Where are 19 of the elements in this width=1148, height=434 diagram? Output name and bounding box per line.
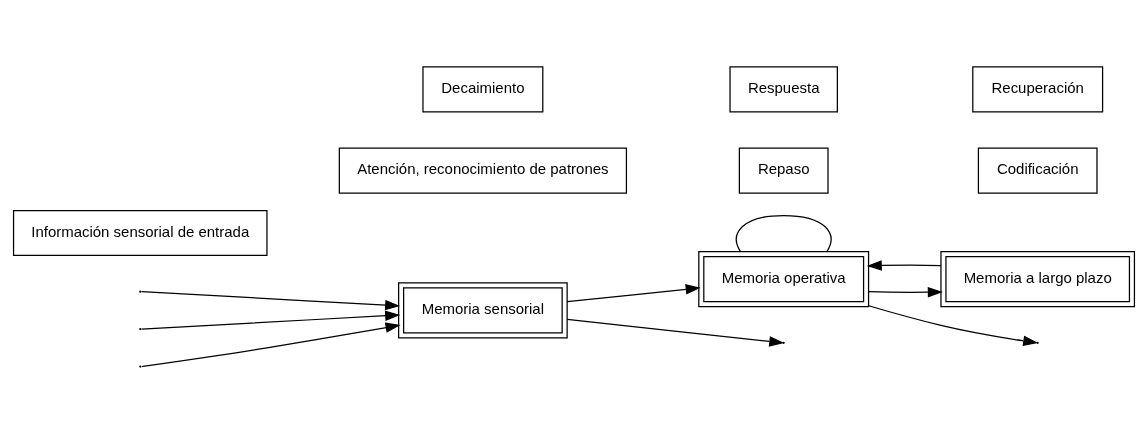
node-box: Atención, reconocimiento de patrones: [338, 147, 628, 194]
arrow: [866, 260, 942, 271]
node-box: Memoria operativa: [698, 251, 870, 308]
arrow: [140, 291, 401, 311]
arrow: [868, 305, 1039, 347]
arrow: [566, 284, 701, 303]
arrow: [566, 318, 785, 347]
arrow: [868, 286, 943, 298]
node-box: Memoria a largo plazo: [940, 251, 1136, 308]
node-box: Decaimiento: [422, 66, 544, 113]
connector: [735, 214, 832, 253]
node-box: Memoria sensorial: [398, 282, 568, 339]
node-box: Recuperación: [972, 66, 1104, 113]
node-box: Respuesta: [729, 66, 838, 113]
arrow: [141, 322, 401, 368]
node-box: Codificación: [977, 147, 1098, 194]
arrow: [140, 310, 401, 330]
node-box: Información sensorial de entrada: [12, 209, 268, 257]
node-box: Repaso: [738, 147, 829, 194]
